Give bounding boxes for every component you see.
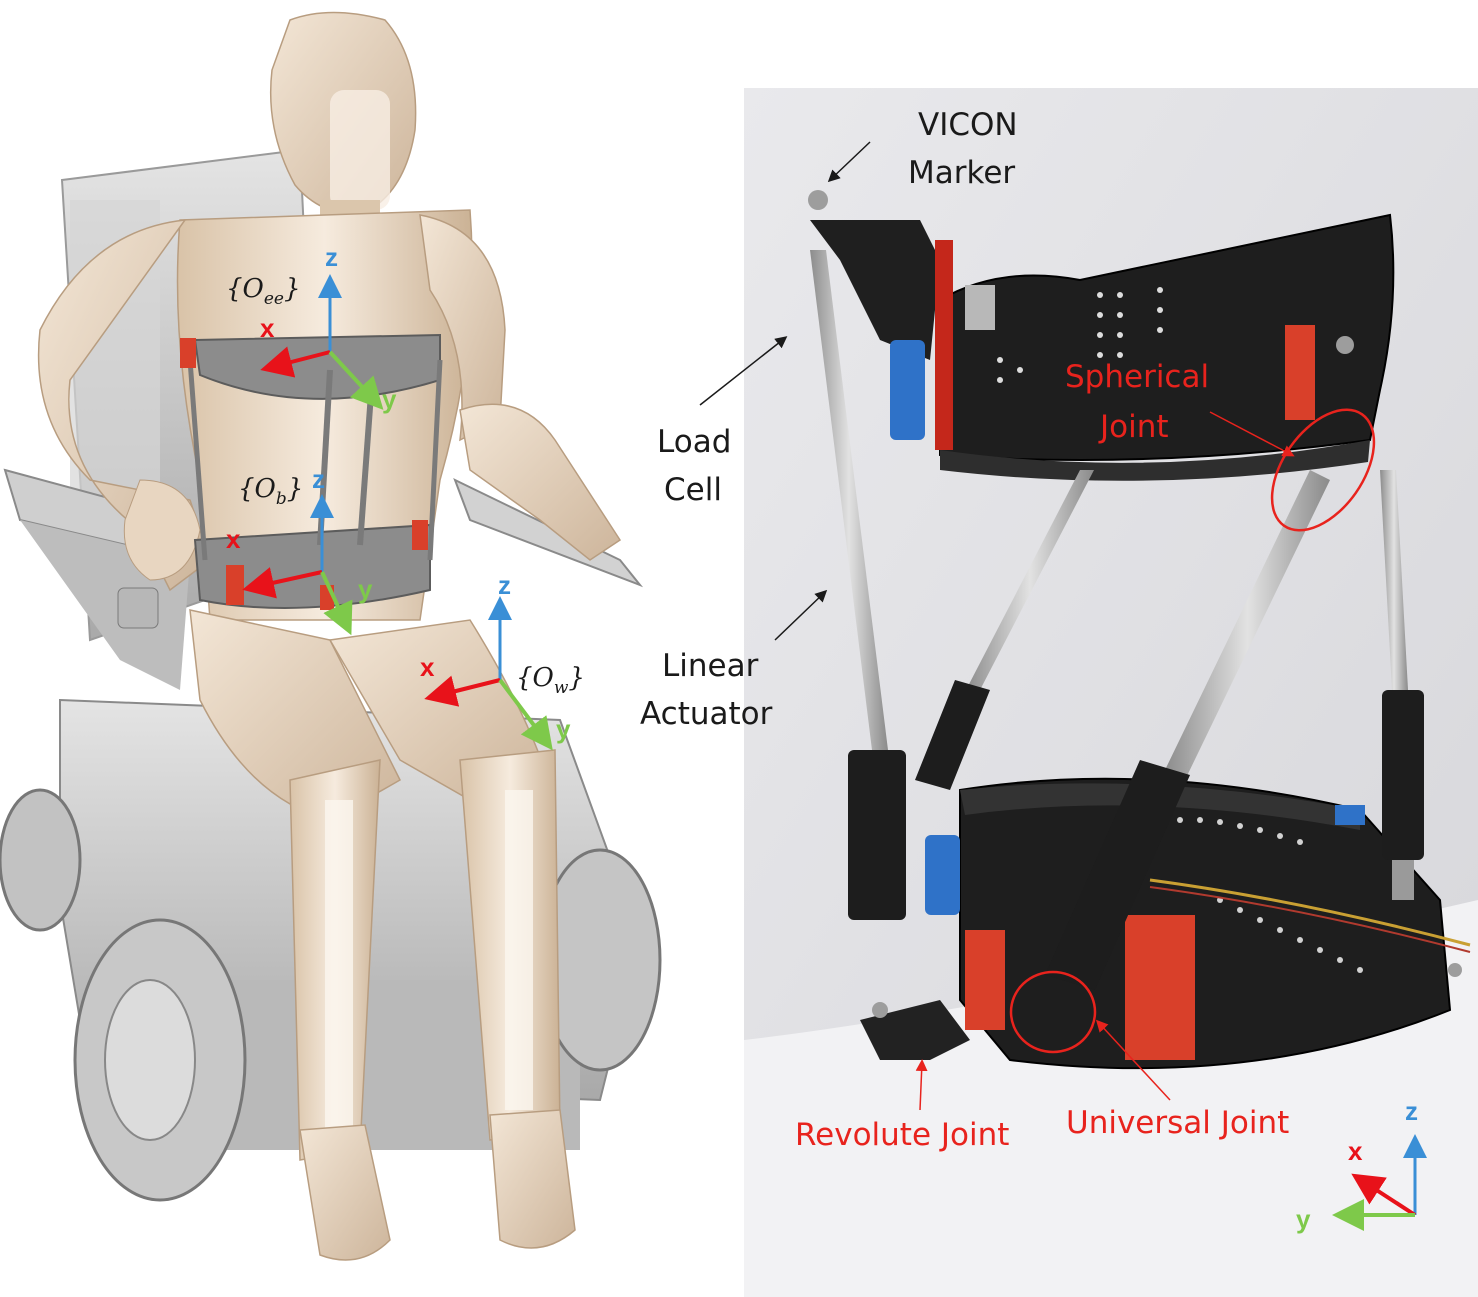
axis-label-y-w: y (556, 714, 571, 744)
revolute-label: Revolute Joint (795, 1117, 1009, 1153)
actuator-label-line2: Actuator (640, 696, 773, 732)
vicon-label-line2: Marker (908, 155, 1015, 191)
axis-label-z-w: z (498, 570, 511, 600)
linear-actuators (810, 250, 1424, 990)
actuator-arrow (774, 589, 828, 641)
actuator-label-line1: Linear (662, 648, 759, 684)
spherical-label-line1: Spherical (1065, 359, 1209, 395)
axis-label-x-ee: x (260, 313, 275, 343)
universal-joint-highlight (1009, 970, 1097, 1054)
frame-b: z x y {Ob} (226, 464, 373, 636)
device-photo (744, 88, 1478, 1297)
spherical-arrow (1209, 411, 1295, 457)
axis-label-y-ee: y (382, 384, 397, 414)
spherical-label-line2: Joint (1098, 409, 1169, 445)
axis-label-x-device: x (1348, 1136, 1363, 1166)
revolute-arrow (915, 1059, 928, 1111)
axis-label-y-b: y (358, 574, 373, 604)
frame-label-b: {Ob} (238, 474, 303, 509)
frame-device: z x y (1296, 1096, 1427, 1234)
axis-label-x-b: x (226, 524, 241, 554)
axis-label-x-w: x (420, 652, 435, 682)
frame-w: z x y {Ow} (420, 570, 585, 751)
vicon-label-line1: VICON (918, 107, 1018, 143)
axis-label-z-device: z (1405, 1096, 1418, 1126)
frame-label-w: {Ow} (516, 663, 585, 698)
loadcell-arrow (699, 336, 788, 406)
frame-ee: z x y {Oee} (226, 242, 397, 414)
loadcell-label-line1: Load (657, 424, 731, 460)
axis-label-z-b: z (312, 464, 325, 494)
vicon-arrow (827, 141, 871, 183)
universal-label: Universal Joint (1066, 1105, 1289, 1141)
axis-label-z-ee: z (325, 242, 338, 272)
frame-label-ee: {Oee} (226, 274, 301, 309)
universal-arrow (1095, 1019, 1171, 1101)
axis-label-y-device: y (1296, 1204, 1311, 1234)
loadcell-label-line2: Cell (664, 472, 722, 508)
